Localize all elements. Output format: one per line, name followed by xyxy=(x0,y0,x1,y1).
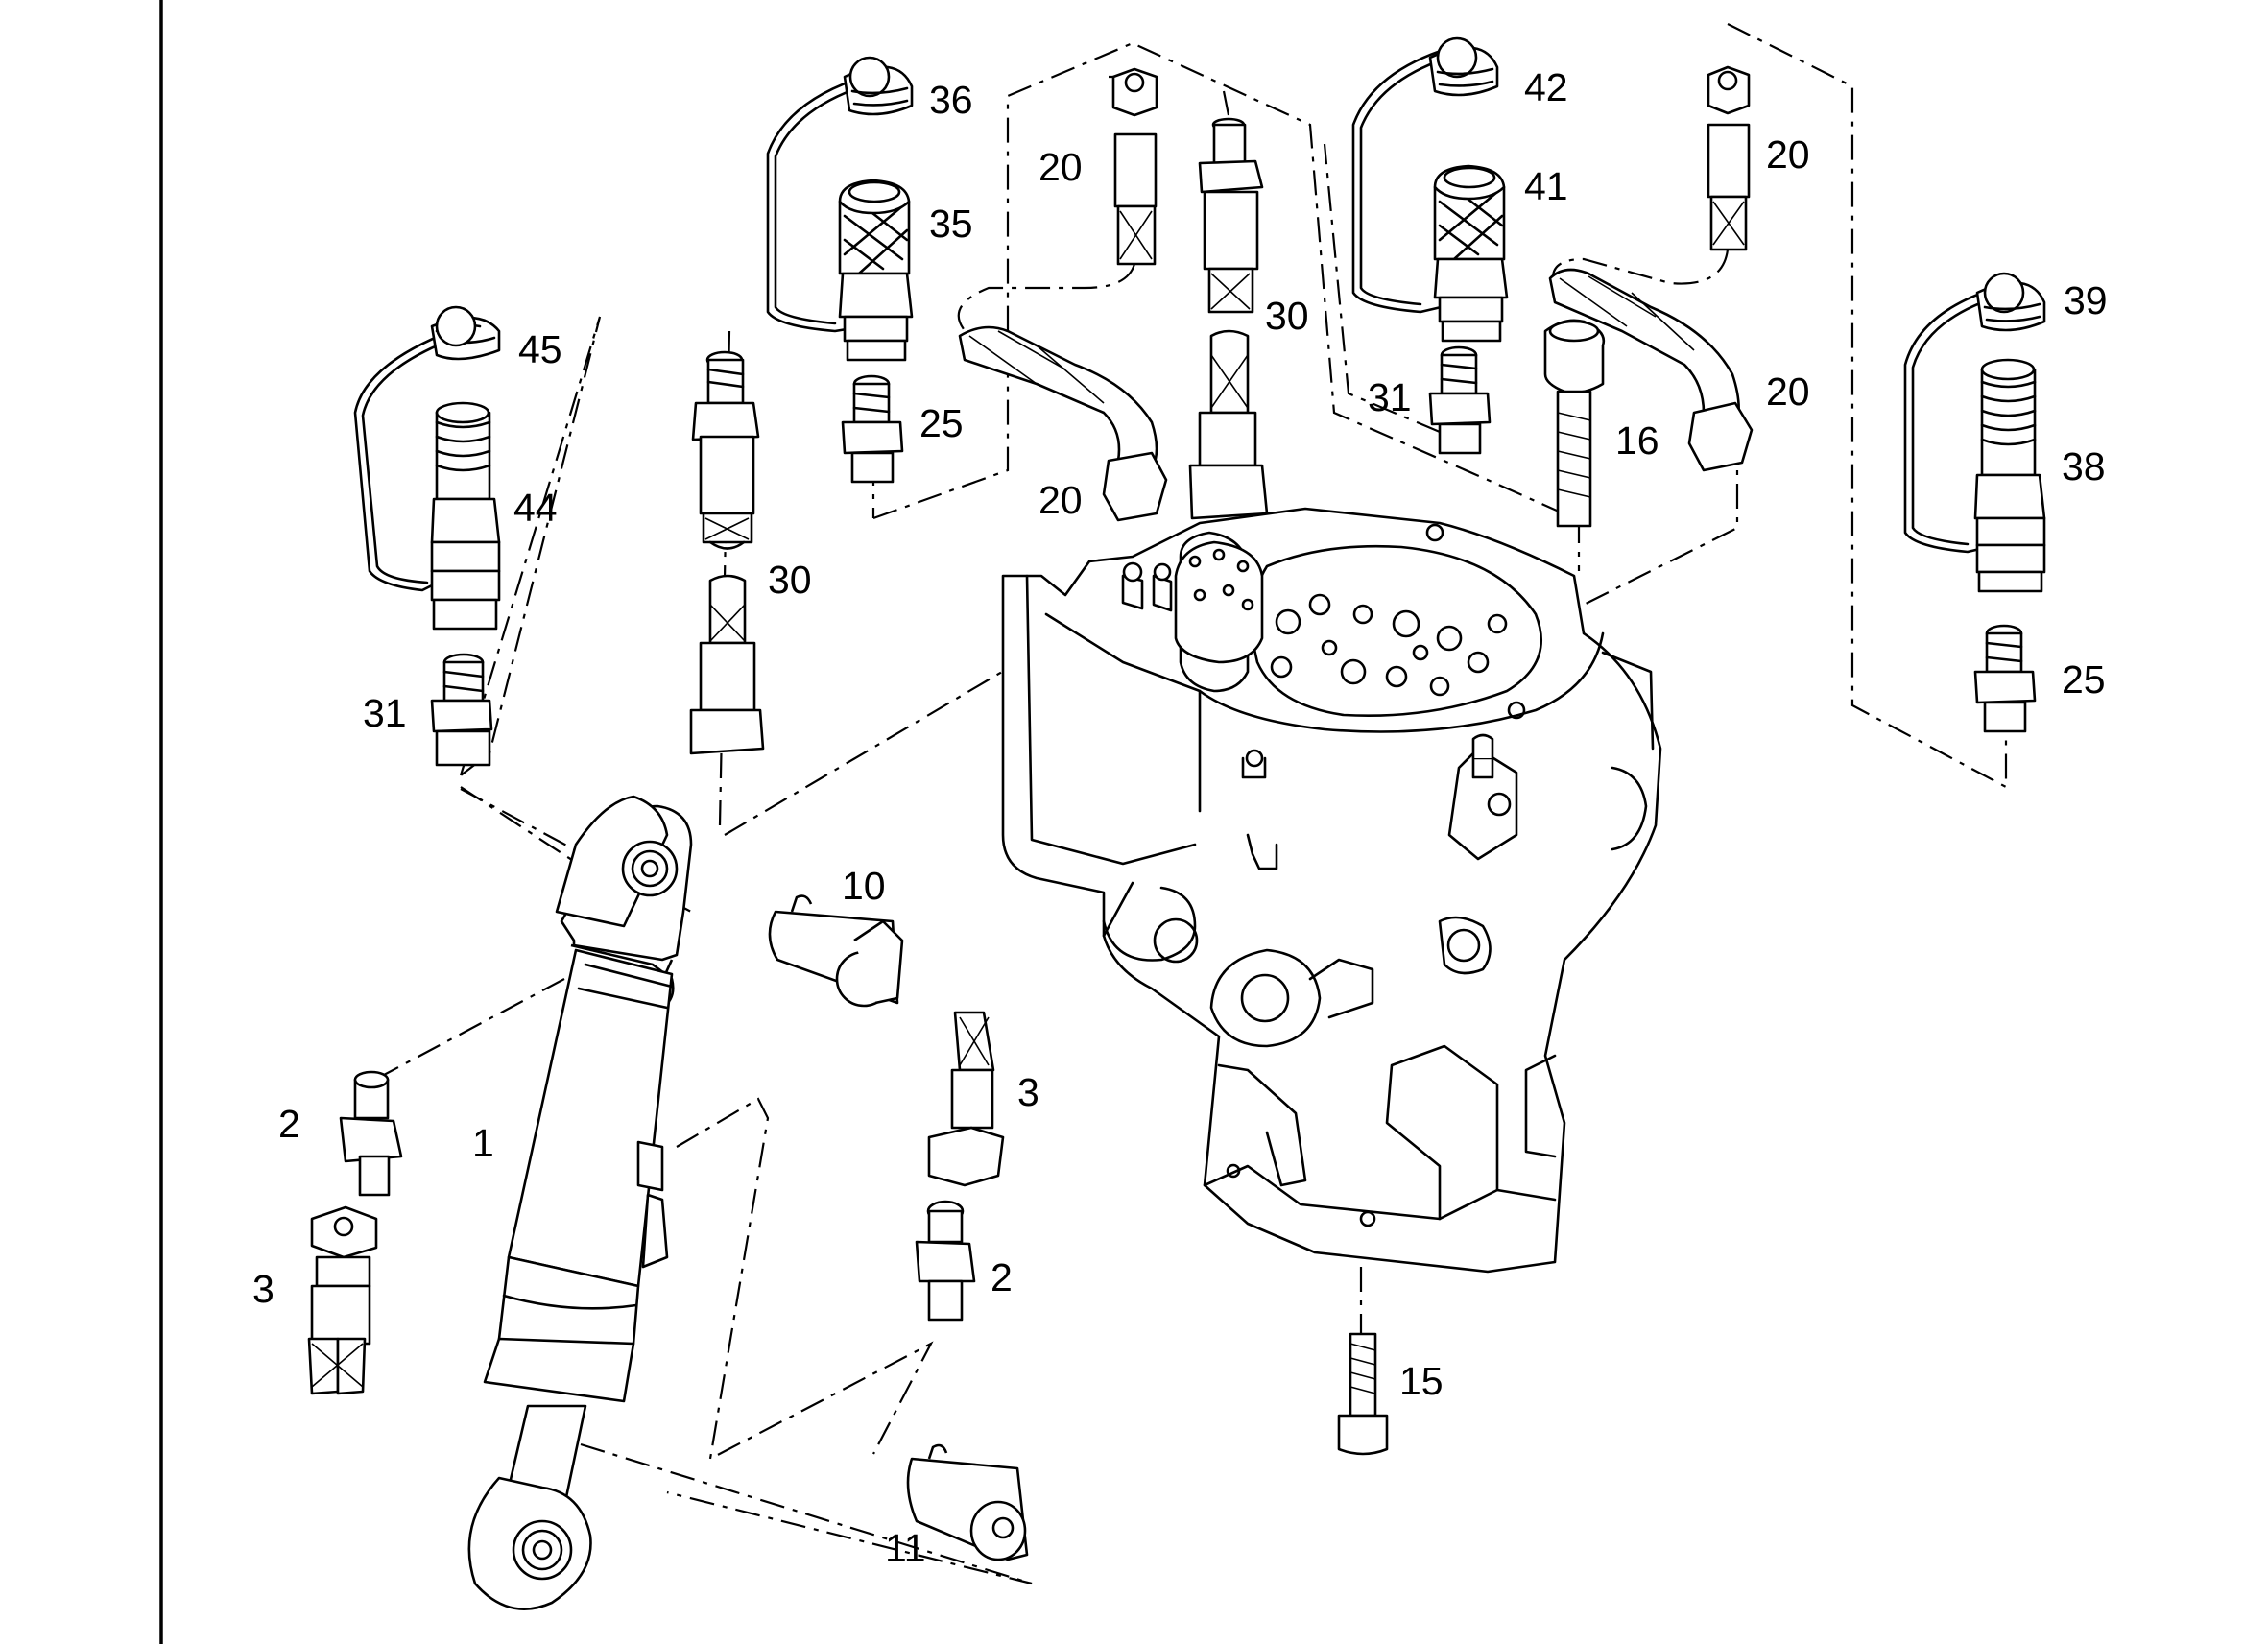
callout-3-right: 3 xyxy=(1017,1070,1039,1114)
callout-20-center: 20 xyxy=(1039,478,1083,522)
assembly-39-38 xyxy=(1903,272,2046,593)
callout-45: 45 xyxy=(518,327,562,371)
callout-10: 10 xyxy=(842,864,886,908)
callout-42: 42 xyxy=(1524,65,1568,109)
callout-15: 15 xyxy=(1399,1359,1444,1403)
assembly-42-41 xyxy=(1351,36,1509,343)
bolt-16 xyxy=(1543,319,1606,528)
fitting-31-left xyxy=(430,653,493,767)
hydraulic-cylinder xyxy=(467,795,693,1610)
callout-44: 44 xyxy=(513,486,558,530)
callout-39: 39 xyxy=(2064,278,2108,322)
hose-30-left xyxy=(689,350,765,755)
fitting-2-left xyxy=(339,1070,403,1197)
callout-30-left: 30 xyxy=(768,558,812,602)
callout-20-top-left: 20 xyxy=(1039,145,1083,189)
callout-2-left: 2 xyxy=(278,1102,300,1146)
callout-36: 36 xyxy=(929,78,973,122)
callout-25-right: 25 xyxy=(2062,657,2106,702)
callout-20-right: 20 xyxy=(1766,369,1810,414)
port-block xyxy=(1121,540,1494,779)
callout-20-right-top: 20 xyxy=(1766,132,1810,177)
assembly-36-35 xyxy=(766,56,914,362)
callout-41: 41 xyxy=(1524,164,1568,208)
hose-20-right-elbow xyxy=(1548,268,1754,472)
pin-11 xyxy=(906,1443,1029,1561)
hose-30-center xyxy=(1188,117,1269,520)
hose-3-right xyxy=(927,1011,1005,1187)
callout-31-left: 31 xyxy=(363,691,407,735)
callout-30-center: 30 xyxy=(1265,294,1309,338)
fitting-2-right xyxy=(915,1200,976,1322)
assembly-45-44 xyxy=(353,305,501,631)
callout-38: 38 xyxy=(2062,444,2106,488)
callout-3-left: 3 xyxy=(252,1267,275,1311)
bolt-15 xyxy=(1337,1332,1389,1456)
callout-11: 11 xyxy=(885,1526,926,1570)
hose-20-center-top xyxy=(1111,67,1158,266)
callout-1: 1 xyxy=(472,1121,494,1165)
callout-35: 35 xyxy=(929,202,973,246)
fitting-31-right xyxy=(1428,345,1492,455)
hose-20-right-top xyxy=(1552,65,1751,289)
hose-20-center-elbow xyxy=(957,263,1168,522)
callout-2-right: 2 xyxy=(991,1255,1013,1299)
callout-labels: 36 35 25 20 20 30 30 45 44 31 42 41 31 1… xyxy=(252,65,2108,1570)
callout-16: 16 xyxy=(1615,418,1659,463)
fitting-25-top xyxy=(841,374,904,484)
callout-31-right: 31 xyxy=(1368,375,1412,419)
callout-25-top: 25 xyxy=(919,401,964,445)
fitting-25-right xyxy=(1973,624,2037,733)
pin-10 xyxy=(768,894,904,1008)
motor-housing xyxy=(1001,507,1662,1274)
hose-3-left xyxy=(307,1205,378,1395)
